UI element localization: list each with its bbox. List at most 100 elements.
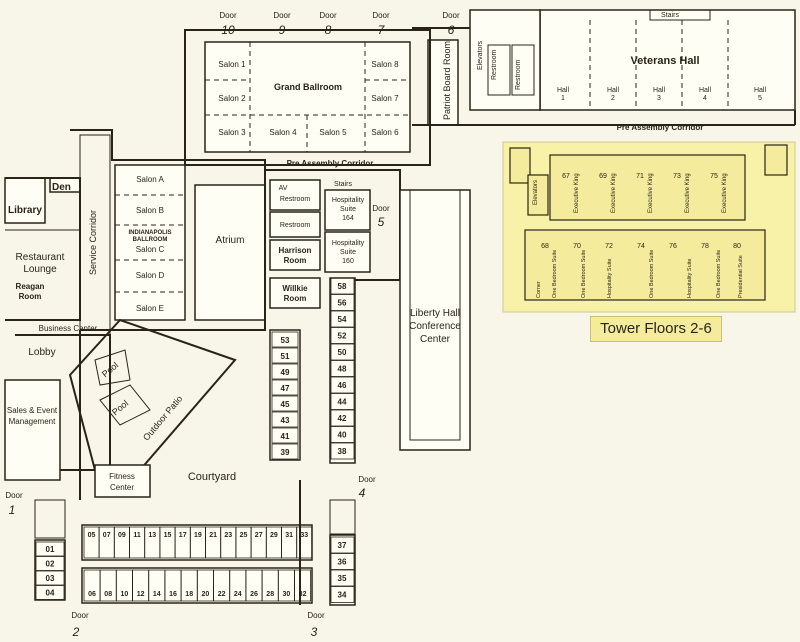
salon-e-label: Salon E <box>136 304 164 313</box>
hall-word-3: Hall <box>653 87 666 94</box>
door-7-word: Door <box>372 11 390 20</box>
guest-room-49: 49 <box>281 368 290 377</box>
center-label-liberty: Center <box>420 334 451 345</box>
tower-room-78: 78 <box>701 243 709 250</box>
indianapolis-label: INDIANAPOLIS <box>128 230 171 236</box>
door-10-word: Door <box>219 11 237 20</box>
hosp-160-c: 160 <box>342 258 354 265</box>
guest-room-03: 03 <box>46 574 55 583</box>
guest-room-cell <box>330 569 355 587</box>
guest-room-05: 05 <box>88 532 96 539</box>
guest-room-cell <box>330 409 355 427</box>
salon-5-label: Salon 5 <box>319 128 347 137</box>
hall-word-5: Hall <box>754 87 767 94</box>
guest-room-04: 04 <box>46 589 55 598</box>
tower-room-68: 68 <box>541 243 549 250</box>
door-5-word: Door <box>372 204 390 213</box>
guest-room-36: 36 <box>338 558 347 567</box>
guest-room-cell <box>35 541 65 557</box>
tower-room-69: 69 <box>599 173 607 180</box>
guest-room-cell <box>330 376 355 394</box>
liberty-hall-label: Liberty Hall <box>410 308 460 319</box>
west-wing-block <box>4 177 111 481</box>
hall-2-label: 2 <box>611 95 615 102</box>
salon-2-label: Salon 2 <box>218 94 246 103</box>
library-label: Library <box>8 205 42 216</box>
door-1-word: Door <box>5 491 23 500</box>
tower-suite-name-4: One Bedroom Suite <box>649 250 655 298</box>
hosp-164-c: 164 <box>342 215 354 222</box>
lobby-label: Lobby <box>28 347 55 358</box>
guest-room-18: 18 <box>185 591 193 598</box>
den-label: Den <box>52 182 71 193</box>
guest-room-41: 41 <box>281 432 290 441</box>
guest-room-21: 21 <box>209 532 217 539</box>
door-10-number: 10 <box>221 23 235 37</box>
guest-room-cell <box>271 363 299 380</box>
door-labels: Door 10 Door 9 Door 8 Door 7 Door 6 Door… <box>5 11 460 639</box>
guest-room-cell <box>271 331 299 348</box>
door-8-number: 8 <box>325 23 332 37</box>
guest-room-25: 25 <box>240 532 248 539</box>
guest-room-cell <box>35 585 65 600</box>
tower-room-74: 74 <box>637 243 645 250</box>
door-6-number: 6 <box>448 23 455 37</box>
indianapolis-block <box>70 129 266 336</box>
door-6-word: Door <box>442 11 460 20</box>
hall-4-label: 4 <box>703 95 707 102</box>
veterans-hall-label: Veterans Hall <box>630 55 699 67</box>
tower-room-76: 76 <box>669 243 677 250</box>
guest-room-cell <box>330 310 355 328</box>
tower-room-67-name: Executive King <box>574 173 580 213</box>
salon-c-label: Salon C <box>136 245 165 254</box>
guest-room-cell <box>330 553 355 570</box>
restroom-label-3: Restroom <box>280 196 311 203</box>
guest-room-cell <box>271 411 299 428</box>
guest-room-46: 46 <box>338 381 347 390</box>
tower-room-72: 72 <box>605 243 613 250</box>
guest-room-cell <box>271 379 299 396</box>
tower-room-70: 70 <box>573 243 581 250</box>
guest-room-28: 28 <box>266 591 274 598</box>
pre-assembly-corridor-east: Pre Assembly Corridor <box>617 123 704 132</box>
hall-word-2: Hall <box>607 87 620 94</box>
grand-ballroom-block <box>184 29 431 166</box>
guest-room-cell <box>294 569 312 602</box>
stairs-label-top: Stairs <box>661 12 679 19</box>
restaurant-label: Restaurant <box>16 252 65 263</box>
hall-word-1: Hall <box>557 87 570 94</box>
guest-room-12: 12 <box>137 591 145 598</box>
reagan-room-label: Room <box>19 292 42 301</box>
guest-room-20: 20 <box>202 591 210 598</box>
tower-room-67: 67 <box>562 173 570 180</box>
fitness-label: Fitness <box>109 472 135 481</box>
willkie-room-label: Room <box>284 294 307 303</box>
guest-room-27: 27 <box>255 532 263 539</box>
business-center-label: Business Center <box>39 324 98 333</box>
harrison-room-label: Room <box>284 256 307 265</box>
guest-room-cell <box>35 570 65 586</box>
guest-room-cell <box>271 347 299 364</box>
guest-room-cell <box>296 526 313 559</box>
guest-room-33: 33 <box>300 532 308 539</box>
salon-d-label: Salon D <box>136 271 165 280</box>
guest-room-34: 34 <box>338 591 347 600</box>
guest-room-numbers: 5351494745434139585654525048464442403837… <box>35 277 355 603</box>
guest-room-53: 53 <box>281 336 290 345</box>
salon-a-label: Salon A <box>136 175 164 184</box>
sales-event-label: Sales & Event <box>7 406 58 415</box>
salon-7-label: Salon 7 <box>371 94 399 103</box>
guest-room-37: 37 <box>338 541 347 550</box>
salon-3-label: Salon 3 <box>218 128 246 137</box>
guest-room-31: 31 <box>285 532 293 539</box>
guest-room-39: 39 <box>281 448 290 457</box>
tower-room-75-name: Executive King <box>722 173 728 213</box>
courtyard-label: Courtyard <box>188 471 236 483</box>
tower-suite-name-0: Corner <box>536 281 542 298</box>
guest-room-43: 43 <box>281 416 290 425</box>
elevators-label-top: Elevators <box>477 40 484 70</box>
grand-ballroom-label: Grand Ballroom <box>274 82 342 92</box>
tower-room-75: 75 <box>710 173 718 180</box>
guest-room-cell <box>330 360 355 377</box>
